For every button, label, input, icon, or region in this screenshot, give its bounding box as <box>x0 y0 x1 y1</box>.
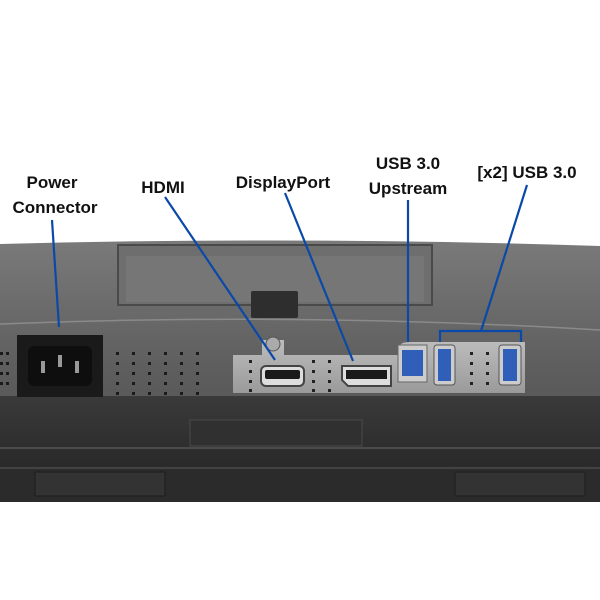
vent-dot <box>312 380 315 383</box>
vent-dot <box>486 352 489 355</box>
vent-dot <box>164 352 167 355</box>
vent-dot <box>180 392 183 395</box>
vent-dot <box>164 372 167 375</box>
power-connector-port <box>17 335 103 397</box>
displayport-callout-line <box>283 192 355 362</box>
vent-dot <box>6 382 9 385</box>
vent-dot <box>0 372 3 375</box>
vent-dot <box>180 372 183 375</box>
vent-dot <box>148 382 151 385</box>
vent-dot <box>148 352 151 355</box>
vent-dot <box>486 382 489 385</box>
vent-dot <box>196 372 199 375</box>
vent-dot <box>312 370 315 373</box>
displayport-label: DisplayPort <box>236 173 331 192</box>
vent-dot <box>132 382 135 385</box>
vent-dot <box>196 352 199 355</box>
hdmi-label: HDMI <box>141 178 184 197</box>
vent-dot <box>116 392 119 395</box>
vent-dot <box>180 352 183 355</box>
vent-dot <box>196 392 199 395</box>
vent-dot <box>148 362 151 365</box>
vent-dot <box>6 362 9 365</box>
vent-grille <box>0 352 199 395</box>
vent-dot <box>6 352 9 355</box>
vent-dot <box>116 382 119 385</box>
screw-icon <box>265 336 281 352</box>
hdmi-callout-line <box>164 196 276 361</box>
vent-dot <box>328 380 331 383</box>
vent-dot <box>148 392 151 395</box>
vent-dot <box>470 352 473 355</box>
vent-dot <box>196 362 199 365</box>
power-callout-line <box>50 219 61 328</box>
power-label-line1: Power <box>26 173 77 192</box>
vent-dot <box>249 360 252 363</box>
vent-dot <box>312 360 315 363</box>
vent-dot <box>486 362 489 365</box>
stand-latch <box>251 291 298 318</box>
vent-dot <box>116 352 119 355</box>
vent-dot <box>164 382 167 385</box>
vent-dot <box>132 392 135 395</box>
vent-dot <box>132 352 135 355</box>
usb-x2-callout-line <box>479 184 529 332</box>
monitor-body <box>0 240 600 600</box>
vent-dot <box>196 382 199 385</box>
vent-dot <box>249 380 252 383</box>
usb-upstream-label-line2: Upstream <box>369 179 447 198</box>
vent-dot <box>180 362 183 365</box>
vent-dot <box>180 382 183 385</box>
vent-dot <box>132 372 135 375</box>
vent-dot <box>328 360 331 363</box>
vent-dot <box>164 362 167 365</box>
vent-dot <box>0 352 3 355</box>
vent-dot <box>470 382 473 385</box>
vent-dot <box>116 362 119 365</box>
vent-dot <box>249 389 252 392</box>
vent-dot <box>0 382 3 385</box>
usb-x2-bracket <box>438 329 523 342</box>
vent-dot <box>486 372 489 375</box>
vent-dot <box>164 392 167 395</box>
usb-upstream-label-line1: USB 3.0 <box>376 154 440 173</box>
vent-dot <box>470 372 473 375</box>
vent-dot <box>249 370 252 373</box>
vent-dot <box>6 372 9 375</box>
vent-dot <box>328 370 331 373</box>
vent-dot <box>470 362 473 365</box>
power-label-line2: Connector <box>13 198 98 217</box>
port-plate <box>233 336 525 393</box>
vent-dot <box>328 389 331 392</box>
vent-dot <box>132 362 135 365</box>
vent-dot <box>312 389 315 392</box>
callout-lines <box>50 184 529 362</box>
vent-dot <box>0 362 3 365</box>
vent-dot <box>148 372 151 375</box>
usb-x2-label: [x2] USB 3.0 <box>477 163 576 182</box>
vent-dot <box>116 372 119 375</box>
